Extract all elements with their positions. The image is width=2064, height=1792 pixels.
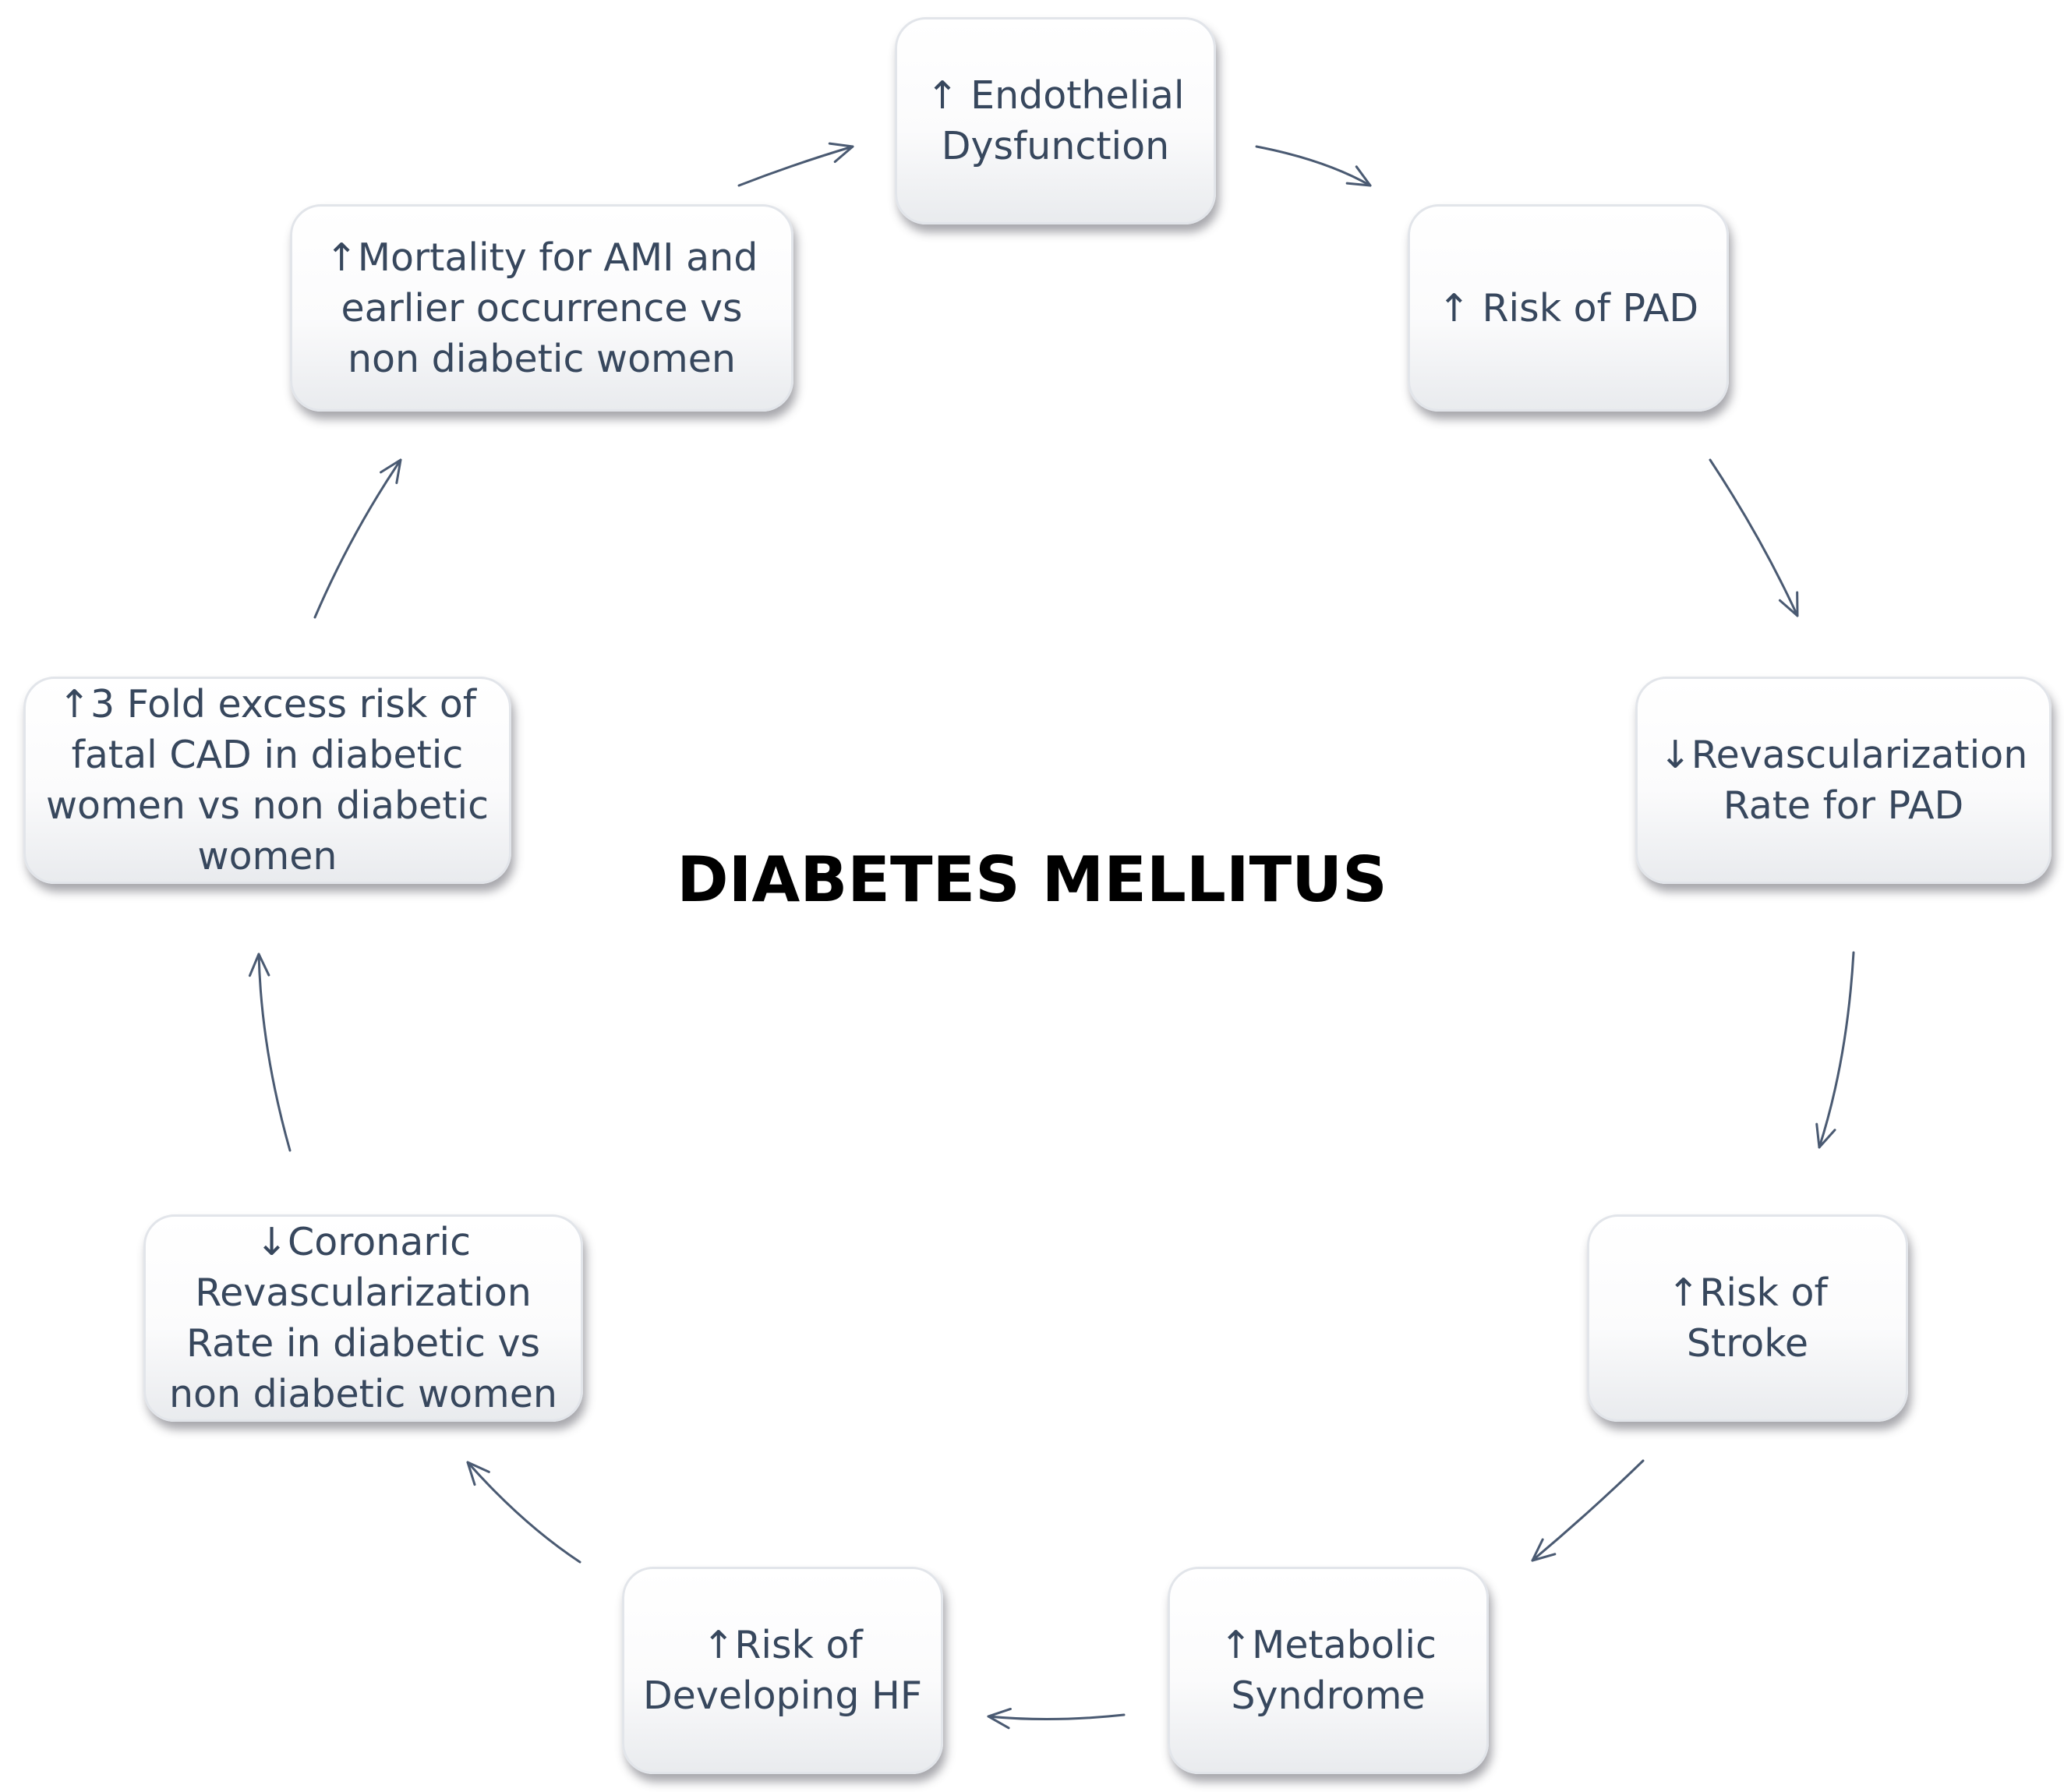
node-fatal-cad-risk-text: ↑3 Fold excess risk of fatal CAD in diab… xyxy=(45,682,489,878)
arrow-head xyxy=(380,458,402,485)
arrow-line xyxy=(987,1713,1126,1721)
node-risk-of-stroke-text: ↑Risk of Stroke xyxy=(1667,1271,1828,1366)
arrow-head xyxy=(1345,165,1372,187)
node-risk-of-pad: ↑ Risk of PAD xyxy=(1408,204,1729,412)
node-revascularization-rate-pad: ↓Revascularization Rate for PAD xyxy=(1635,677,2052,884)
node-coronaric-revascularization: ↓Coronaric Revascularization Rate in dia… xyxy=(143,1214,583,1422)
node-risk-of-developing-hf-text: ↑Risk of Developing HF xyxy=(642,1623,923,1718)
node-mortality-ami: ↑Mortality for AMI and earlier occurrenc… xyxy=(290,204,793,412)
node-metabolic-syndrome-text: ↑Metabolic Syndrome xyxy=(1220,1623,1437,1718)
arrow-head xyxy=(1778,591,1799,617)
arrow-head xyxy=(248,953,270,977)
node-metabolic-syndrome: ↑Metabolic Syndrome xyxy=(1168,1567,1489,1774)
arrow-head xyxy=(466,1461,490,1486)
arrow-head xyxy=(1531,1538,1557,1562)
arrow-revasc-pad-to-stroke xyxy=(1815,951,1855,1149)
arrow-line xyxy=(737,145,854,187)
node-endothelial-dysfunction: ↑ Endothelial Dysfunction xyxy=(895,17,1216,224)
arrow-coronaric-to-cad xyxy=(248,953,292,1152)
arrow-line xyxy=(1818,951,1855,1149)
diagram-title: DIABETES MELLITUS xyxy=(677,843,1387,916)
arrow-hf-to-coronaric xyxy=(466,1461,581,1564)
arrow-head xyxy=(987,1707,1012,1730)
node-endothelial-dysfunction-text: ↑ Endothelial Dysfunction xyxy=(926,73,1185,168)
arrow-head xyxy=(828,142,854,164)
node-fatal-cad-risk: ↑3 Fold excess risk of fatal CAD in diab… xyxy=(23,677,511,884)
arrow-stroke-to-metabolic xyxy=(1531,1459,1645,1562)
node-revascularization-rate-pad-text: ↓Revascularization Rate for PAD xyxy=(1659,733,2028,828)
arrow-line xyxy=(313,458,402,619)
arrow-metabolic-to-hf xyxy=(987,1707,1126,1730)
arrow-endothelial-to-pad-risk xyxy=(1255,145,1372,187)
arrow-line xyxy=(1531,1459,1645,1562)
arrow-line xyxy=(1709,458,1799,617)
node-coronaric-revascularization-text: ↓Coronaric Revascularization Rate in dia… xyxy=(169,1220,557,1416)
arrow-head xyxy=(1815,1122,1836,1149)
node-risk-of-stroke: ↑Risk of Stroke xyxy=(1587,1214,1908,1422)
node-risk-of-developing-hf: ↑Risk of Developing HF xyxy=(622,1567,943,1774)
arrow-cad-to-ami xyxy=(313,458,402,619)
arrow-line xyxy=(1255,145,1372,187)
arrow-pad-risk-to-revasc-pad xyxy=(1709,458,1799,617)
arrow-ami-to-endothelial xyxy=(737,142,854,187)
arrow-line xyxy=(466,1461,581,1564)
node-risk-of-pad-text: ↑ Risk of PAD xyxy=(1437,285,1699,330)
node-mortality-ami-text: ↑Mortality for AMI and earlier occurrenc… xyxy=(325,235,758,381)
arrow-line xyxy=(257,953,292,1152)
